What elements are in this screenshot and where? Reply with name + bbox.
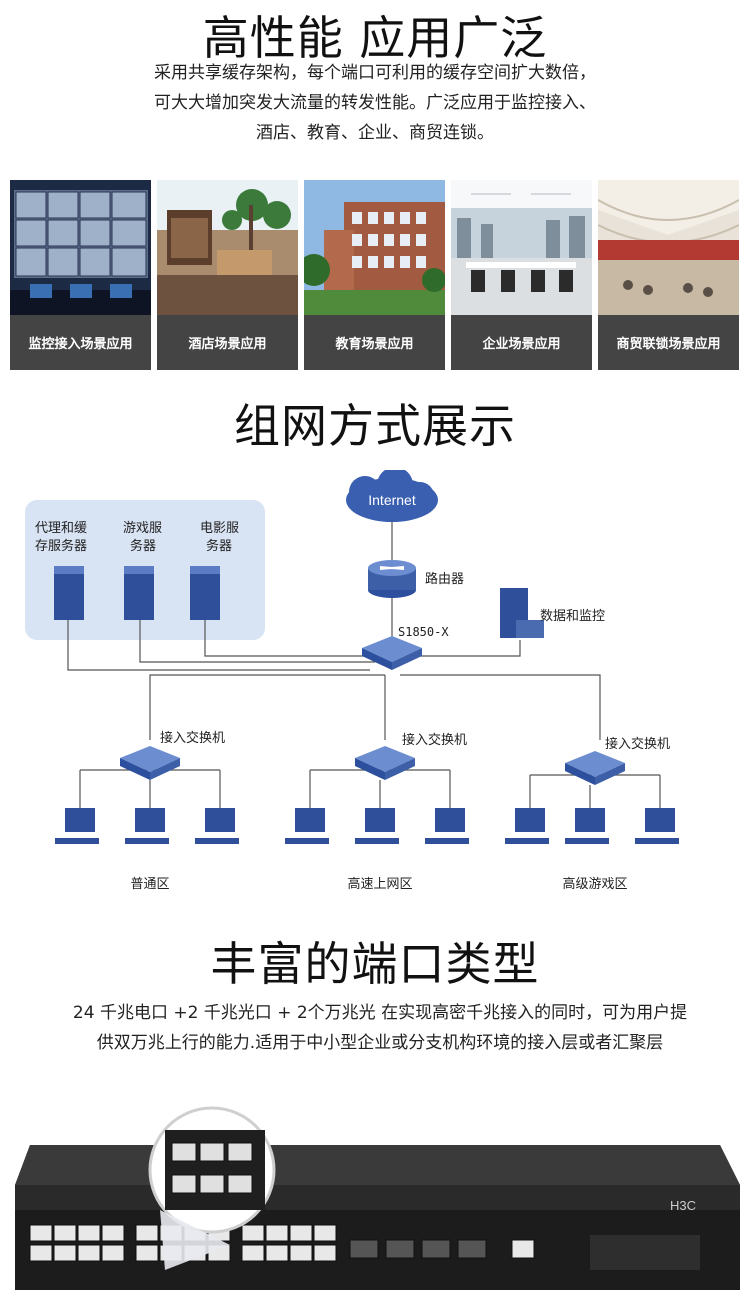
pc-icon (565, 808, 609, 844)
pc-icon (195, 808, 239, 844)
zone-label: 高级游戏区 (562, 876, 627, 892)
switch-product-image: H3C (0, 1075, 750, 1306)
monitoring-label: 数据和监控 (540, 609, 605, 624)
scene-card-hotel: 酒店场景应用 (157, 180, 298, 370)
access-switch-label: 接入交换机 (402, 732, 467, 748)
router-label: 路由器 (425, 571, 464, 587)
brand-logo: H3C (670, 1198, 696, 1213)
server-label: 游戏服 (123, 521, 162, 536)
scene-caption: 监控接入场景应用 (10, 315, 151, 370)
scene-caption: 教育场景应用 (304, 315, 445, 370)
education-image (304, 180, 445, 315)
description-line: 24 千兆电口 +2 千兆光口 + 2个万兆光 在实现高密千兆接入的同时，可为用… (72, 1003, 688, 1023)
pc-icon (355, 808, 399, 844)
zone-label: 普通区 (130, 877, 169, 892)
magnifier-zoom-icon (148, 1106, 276, 1270)
internet-label: Internet (368, 492, 416, 508)
scene-caption: 企业场景应用 (451, 315, 592, 370)
access-switch-icon (565, 751, 625, 785)
pc-icon (55, 808, 99, 844)
server-icon (54, 566, 84, 620)
section-title-ports: 丰富的端口类型 (210, 937, 540, 991)
server-label: 代理和缓 (35, 521, 87, 536)
mall-image (598, 180, 739, 315)
description-line: 采用共享缓存架构，每个端口可利用的缓存空间扩大数倍， (154, 63, 596, 83)
description-line: 可大大增加突发大流量的转发性能。广泛应用于监控接入、 (154, 93, 596, 113)
server-label: 电影服 (200, 521, 239, 536)
scene-gallery: 监控接入场景应用 酒店场景应用 (10, 180, 740, 370)
scene-card-enterprise: 企业场景应用 (451, 180, 592, 370)
access-switch-label: 接入交换机 (605, 736, 670, 752)
scene-card-mall: 商贸联锁场景应用 (598, 180, 739, 370)
pc-icon (125, 808, 169, 844)
core-switch-label: S1850-X (398, 625, 449, 639)
server-icon (190, 566, 220, 620)
pc-icon (425, 808, 469, 844)
pc-icon (505, 808, 549, 844)
router-icon (368, 560, 416, 598)
scene-card-education: 教育场景应用 (304, 180, 445, 370)
monitoring-computer-icon (500, 588, 544, 638)
description-line: 供双万兆上行的能力.适用于中小型企业或分支机构环境的接入层或者汇聚层 (96, 1033, 664, 1053)
internet-cloud-icon (346, 470, 438, 522)
scene-caption: 商贸联锁场景应用 (598, 315, 739, 370)
network-diagram: Internet 路由器 S1850-X 数据和监控 代理和缓 存服务器 游戏服… (20, 470, 720, 900)
scene-card-monitoring: 监控接入场景应用 (10, 180, 151, 370)
server-label: 务器 (130, 538, 156, 554)
server-label: 务器 (206, 538, 232, 554)
scene-caption: 酒店场景应用 (157, 315, 298, 370)
monitoring-image (10, 180, 151, 315)
zone-label: 高速上网区 (347, 876, 412, 892)
hotel-image (157, 180, 298, 315)
access-switch-label: 接入交换机 (160, 730, 225, 746)
ports-description: 24 千兆电口 +2 千兆光口 + 2个万兆光 在实现高密千兆接入的同时，可为用… (18, 998, 742, 1058)
server-icon (124, 566, 154, 620)
server-label: 存服务器 (35, 538, 87, 554)
access-switch-icon (355, 746, 415, 780)
enterprise-image (451, 180, 592, 315)
section-title-performance: 高性能 应用广泛 (202, 11, 548, 65)
core-switch-icon (362, 636, 422, 670)
description-line: 酒店、教育、企业、商贸连锁。 (256, 123, 494, 143)
pc-icon (285, 808, 329, 844)
pc-icon (635, 808, 679, 844)
performance-description: 采用共享缓存架构，每个端口可利用的缓存空间扩大数倍， 可大大增加突发大流量的转发… (0, 58, 750, 148)
access-switch-icon (120, 746, 180, 780)
section-title-network: 组网方式展示 (234, 399, 516, 453)
